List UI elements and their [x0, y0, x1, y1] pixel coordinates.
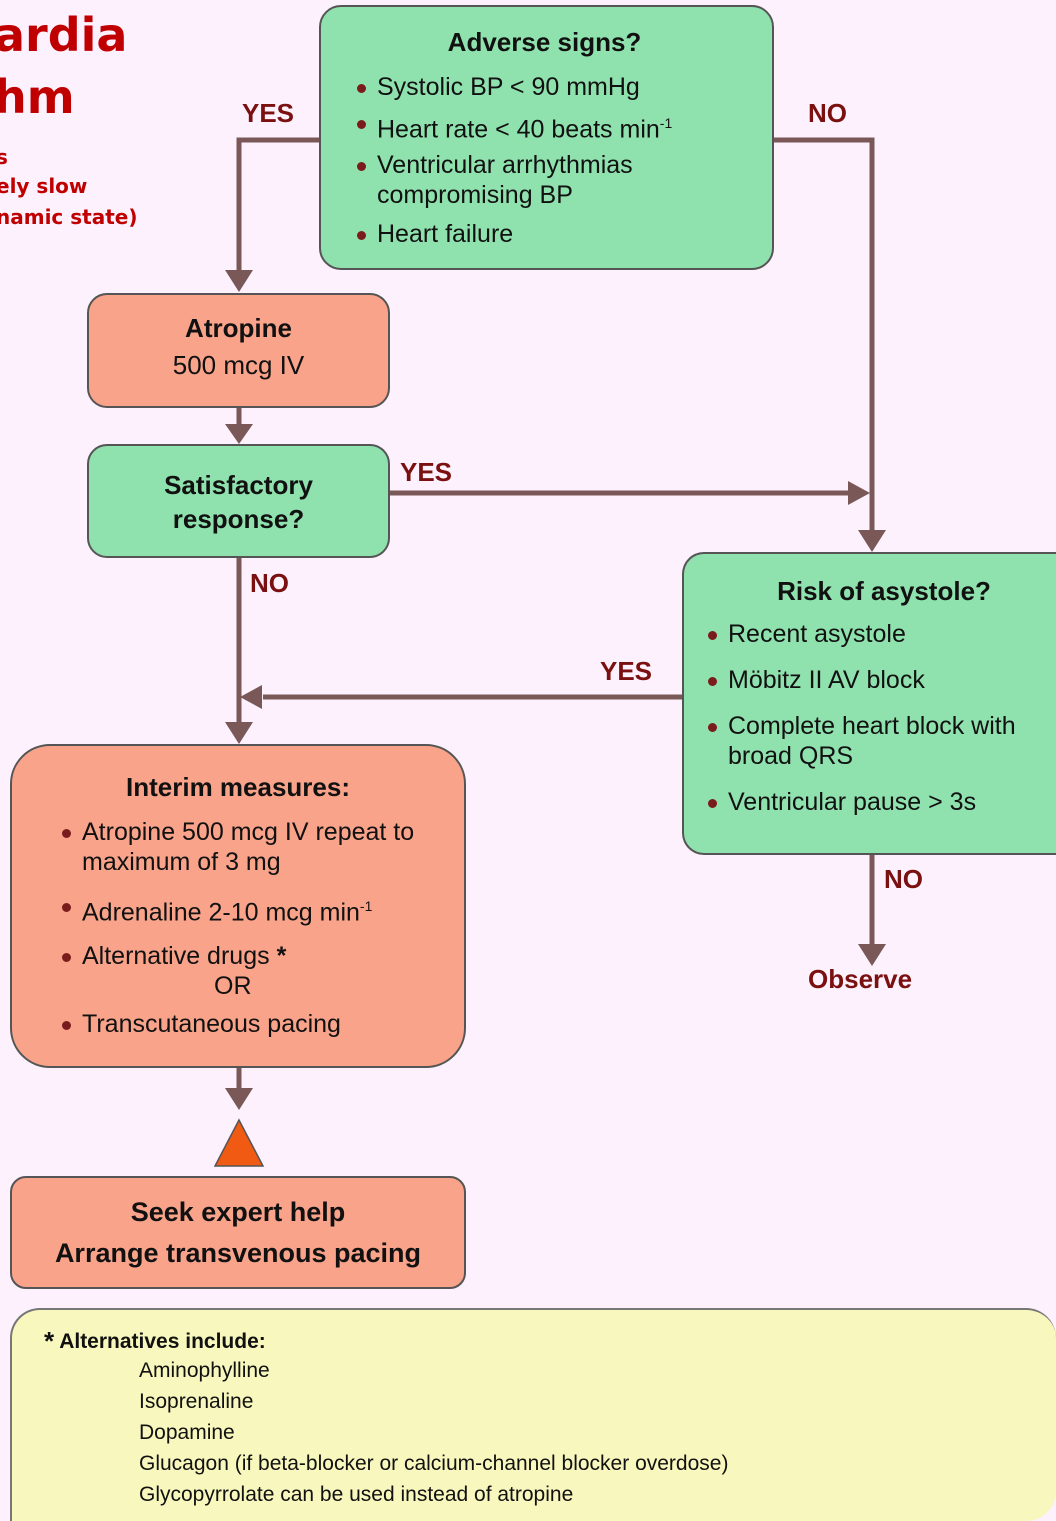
adverse-signs-list: Systolic BP < 90 mmHg Heart rate < 40 be… [357, 72, 752, 249]
expert-line-1: Seek expert help [130, 1197, 346, 1227]
list-item: Glucagon (if beta-blocker or calcium-cha… [139, 1452, 729, 1475]
expert-line-2: Arrange transvenous pacing [54, 1238, 422, 1268]
satisfactory-no-label: NO [250, 568, 289, 598]
list-item: Adrenaline 2-10 mcg min-1 [62, 891, 454, 927]
risk-heading: Risk of asystole? [777, 576, 991, 606]
interim-heading: Interim measures: [126, 772, 350, 802]
risk-of-asystole-box: Risk of asystole? Recent asystole Möbitz… [682, 552, 1056, 855]
alternatives-list: Aminophylline Isoprenaline Dopamine Gluc… [44, 1355, 1056, 1510]
arrowhead [858, 530, 886, 552]
adverse-signs-box: Adverse signs? Systolic BP < 90 mmHg Hea… [319, 5, 774, 270]
list-item: Recent asystole [708, 619, 1046, 649]
subtitle-line-1: s [0, 145, 8, 169]
atropine-heading: Atropine [185, 313, 292, 343]
list-item: Dopamine [139, 1421, 235, 1444]
list-item: Complete heart block with broad QRS [708, 711, 1028, 771]
arrow-adverse-yes [236, 137, 320, 272]
interim-measures-box: Interim measures: Atropine 500 mcg IV re… [10, 744, 466, 1068]
arrowhead [848, 481, 870, 505]
arrowhead [225, 1088, 253, 1110]
atropine-box: Atropine 500 mcg IV [87, 293, 390, 408]
satisfactory-line-2: response? [172, 504, 305, 534]
atropine-dose: 500 mcg IV [172, 350, 305, 380]
subtitle-line-2: ely slow [0, 174, 88, 198]
list-item: Aminophylline [139, 1359, 270, 1382]
arrowhead [858, 944, 886, 966]
satisfactory-response-box: Satisfactory response? [87, 444, 390, 558]
list-item: Heart failure [357, 219, 752, 249]
adverse-signs-heading: Adverse signs? [447, 27, 642, 57]
title-line-1: ardia [0, 8, 128, 62]
arrow-adverse-no [772, 137, 875, 532]
arrowhead [225, 722, 253, 744]
list-item: Isoprenaline [139, 1390, 254, 1413]
asterisk-icon: * [44, 1326, 55, 1356]
list-item: Alternative drugs * [62, 941, 454, 971]
alternatives-note-box: * Alternatives include: Aminophylline Is… [10, 1308, 1056, 1521]
list-item: Atropine 500 mcg IV repeat to maximum of… [62, 817, 452, 877]
arrowhead [225, 424, 253, 444]
risk-list: Recent asystole Möbitz II AV block Compl… [708, 619, 1046, 817]
list-item: Systolic BP < 90 mmHg [357, 72, 752, 102]
satisfactory-yes-label: YES [400, 457, 453, 487]
observe-label: Observe [808, 964, 913, 994]
adverse-no-label: NO [808, 98, 847, 128]
adverse-yes-label: YES [242, 98, 295, 128]
expert-help-box: Seek expert help Arrange transvenous pac… [10, 1176, 466, 1289]
satisfactory-line-1: Satisfactory [164, 470, 313, 500]
warning-triangle-icon [213, 1118, 265, 1167]
subtitle-line-3: namic state) [0, 205, 138, 229]
or-label: OR [214, 972, 252, 1001]
list-item: Transcutaneous pacing [62, 1009, 454, 1039]
list-item: Glycopyrrolate can be used instead of at… [139, 1483, 574, 1506]
interim-list: Atropine 500 mcg IV repeat to maximum of… [62, 817, 454, 1039]
arrowhead [225, 270, 253, 292]
risk-no-label: NO [884, 864, 923, 894]
risk-yes-label: YES [600, 656, 653, 686]
arrowhead [240, 685, 262, 709]
list-item: Möbitz II AV block [708, 665, 1046, 695]
title-line-2: hm [0, 70, 75, 124]
list-item: Ventricular pause > 3s [708, 787, 1046, 817]
alternatives-heading: Alternatives include: [59, 1330, 266, 1353]
list-item: Ventricular arrhythmias compromising BP [357, 150, 697, 210]
alternatives-heading-row: * Alternatives include: [44, 1326, 1056, 1357]
list-item: Heart rate < 40 beats min-1 [357, 108, 752, 144]
